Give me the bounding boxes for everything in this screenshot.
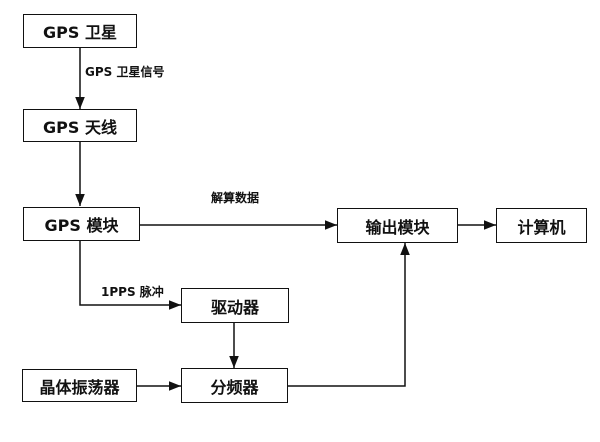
solved-data-label: 解算数据 <box>211 191 260 205</box>
driver-box: 驱动器 <box>181 288 289 323</box>
pps-pulse-label: 1PPS 脉冲 <box>101 285 164 299</box>
arrow-module-to-driver <box>79 241 181 310</box>
gps-antenna-box: GPS 天线 <box>23 109 137 142</box>
gps-module-box: GPS 模块 <box>23 207 140 241</box>
arrow-divider-to-output <box>288 243 410 387</box>
divider-box: 分频器 <box>181 368 288 403</box>
output-module-box: 输出模块 <box>337 208 458 243</box>
satellite-signal-label: GPS 卫星信号 <box>85 65 165 79</box>
crystal-oscillator-box: 晶体振荡器 <box>22 369 137 402</box>
gps-satellite-box: GPS 卫星 <box>23 14 137 48</box>
computer-box: 计算机 <box>496 208 587 243</box>
